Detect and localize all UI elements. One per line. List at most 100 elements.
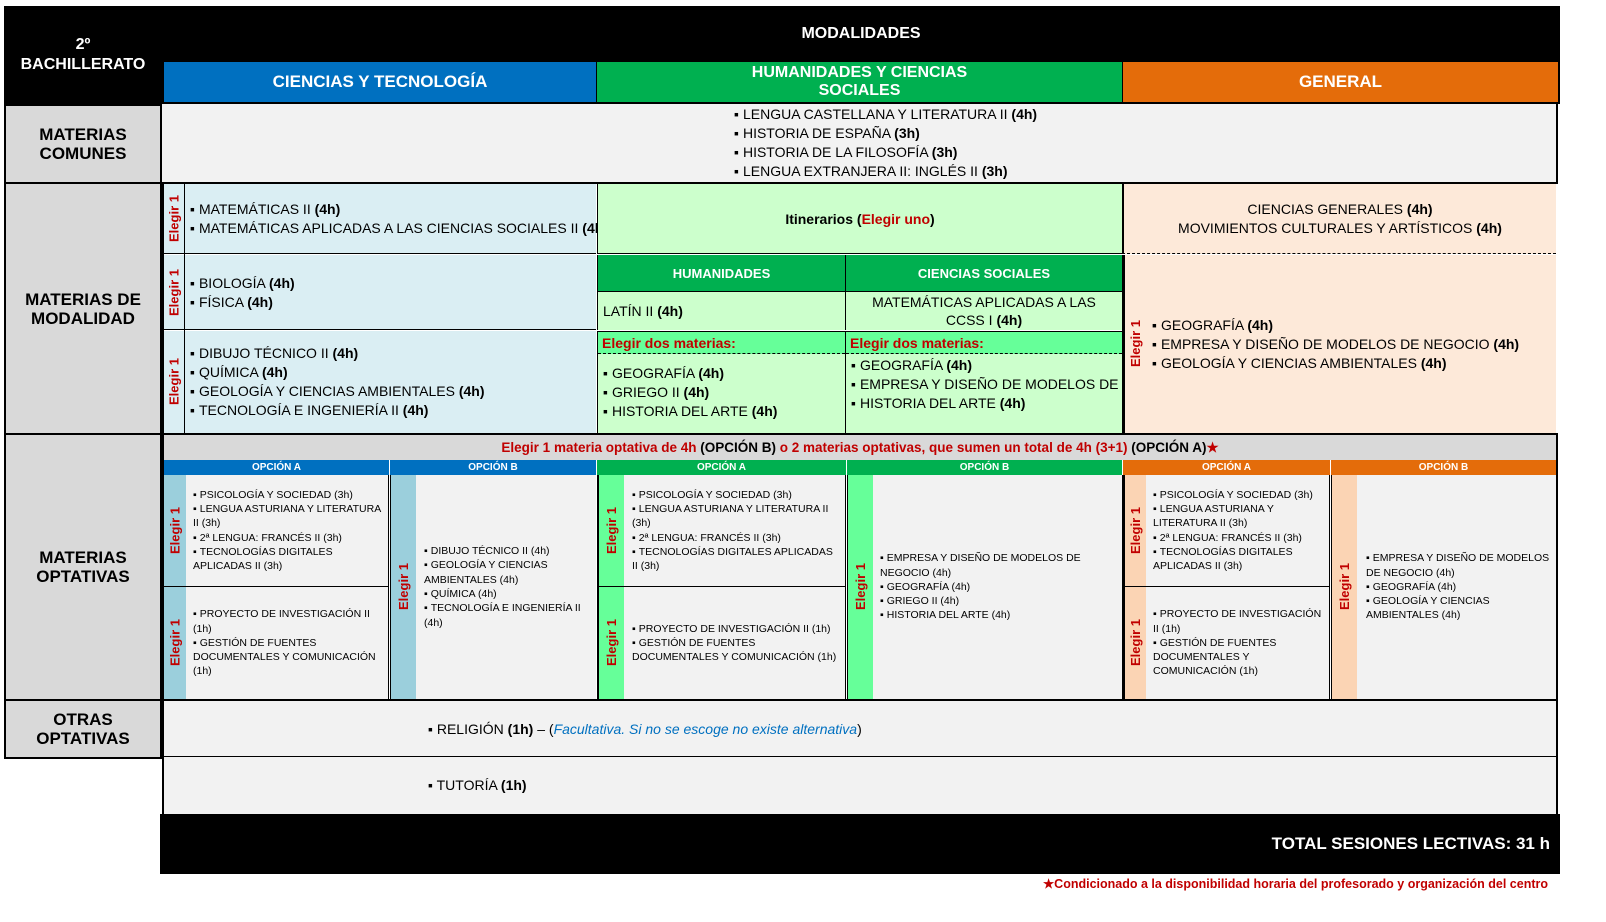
subject-item: TECNOLOGÍAS DIGITALES APLICADAS II (3h)	[632, 545, 838, 574]
header-general: GENERAL	[1123, 62, 1558, 102]
humanidades-opt-a-bottom-list: PROYECTO DE INVESTIGACIÓN II (1h)GESTIÓN…	[632, 587, 838, 699]
footnote: ★Condicionado a la disponibilidad horari…	[1042, 877, 1548, 891]
general-opt-a-sep	[1122, 586, 1330, 587]
subject-item: MATEMÁTICAS II (4h)	[190, 200, 340, 219]
tutoria-line: ▪ TUTORÍA (1h)	[428, 777, 527, 793]
subject-item: HISTORIA DEL ARTE (4h)	[880, 608, 1011, 622]
subject-item: HISTORIA DEL ARTE (4h)	[851, 394, 1122, 413]
ciencias-elegir-1a: Elegir 1	[166, 195, 182, 243]
subject-item: MOVIMIENTOS CULTURALES Y ARTÍSTICOS (4h)	[1178, 219, 1502, 236]
ciencias-opt-a-elegir-top: Elegir 1	[164, 475, 186, 586]
general-opt-b-elegir: Elegir 1	[1331, 475, 1357, 699]
religion-note: Facultativa. Si no se escoge no existe a…	[553, 721, 858, 737]
comunes-panel: LENGUA CASTELLANA Y LITERATURA II (4h)HI…	[162, 104, 1558, 182]
ciencias-opt-b-elegir: Elegir 1	[390, 475, 416, 699]
humanidades-opt-b-elegir: Elegir 1	[847, 475, 873, 699]
ciencias-elegir-divider	[184, 184, 185, 433]
subject-item: LENGUA ASTURIANA Y LITERATURA II (3h)	[193, 502, 383, 531]
tutoria-row: ▪ TUTORÍA (1h)	[162, 757, 1558, 814]
subject-item: DIBUJO TÉCNICO II (4h)	[424, 544, 550, 558]
subject-item: PROYECTO DE INVESTIGACIÓN II (1h)	[193, 607, 383, 636]
sociales-elegir-panel: Elegir dos materias: GEOGRAFÍA (4h)EMPRE…	[846, 331, 1218, 433]
humanidades-opcion-b: OPCIÓN B	[847, 460, 1122, 475]
subject-item: EMPRESA Y DISEÑO DE MODELOS DE NEGOCIO (…	[1366, 551, 1552, 580]
total-text: TOTAL SESIONES LECTIVAS: 31 h	[1271, 834, 1550, 853]
humanidades-opt-b-list: EMPRESA Y DISEÑO DE MODELOS DE NEGOCIO (…	[880, 475, 1116, 699]
general-opt-a-bottom-list: PROYECTO DE INVESTIGACIÓN II (1h)GESTIÓN…	[1153, 587, 1325, 699]
general-elegir-1: Elegir 1	[1124, 255, 1146, 433]
subject-item: GEOGRAFÍA (4h)	[880, 580, 970, 594]
subject-item: PSICOLOGÍA Y SOCIEDAD (3h)	[632, 488, 792, 502]
subject-item: 2ª LENGUA: FRANCÉS II (3h)	[632, 531, 781, 545]
subject-item: TECNOLOGÍAS DIGITALES APLICADAS II (3h)	[193, 545, 383, 574]
ciencias-opt-a-sep	[164, 586, 389, 587]
general-list: GEOGRAFÍA (4h)EMPRESA Y DISEÑO DE MODELO…	[1152, 255, 1519, 433]
ciencias-elegir-1b: Elegir 1	[166, 269, 182, 316]
subject-item: GEOGRAFÍA (4h)	[1366, 580, 1456, 594]
ciencias-elegir-1c: Elegir 1	[166, 358, 182, 406]
optativas-frame	[162, 433, 1558, 699]
subject-item: QUÍMICA (4h)	[424, 587, 497, 601]
humanidades-opt-a-sep	[597, 586, 846, 587]
subject-item: GEOLOGÍA Y CIENCIAS AMBIENTALES (4h)	[1152, 354, 1447, 373]
ciencias-row-2	[164, 255, 596, 330]
itinerarios-cell: Itinerarios (Elegir uno)	[597, 184, 1122, 254]
label-materias-optativas: MATERIAS OPTATIVAS	[4, 433, 162, 699]
ciencias-list-1: MATEMÁTICAS II (4h)MATEMÁTICAS APLICADAS…	[190, 184, 608, 254]
general-opcion-b: OPCIÓN B	[1331, 460, 1556, 475]
ciencias-opt-a-bottom-list: PROYECTO DE INVESTIGACIÓN II (1h)GESTIÓN…	[193, 587, 383, 699]
subject-item: GESTIÓN DE FUENTES DOCUMENTALES Y COMUNI…	[1153, 636, 1325, 679]
header-humanidades: HUMANIDADES Y CIENCIAS SOCIALES	[597, 62, 1122, 102]
mates-ccss-cell: MATEMÁTICAS APLICADAS A LAS CCSS I (4h)	[846, 291, 1122, 330]
subject-item: PROYECTO DE INVESTIGACIÓN II (1h)	[632, 622, 831, 636]
humanidades-opcion-a: OPCIÓN A	[597, 460, 846, 475]
label-materias-modalidad: MATERIAS DE MODALIDAD	[4, 182, 162, 433]
subject-item: GEOLOGÍA Y CIENCIAS AMBIENTALES (4h)	[424, 558, 592, 587]
general-opt-a-elegir-bottom: Elegir 1	[1124, 587, 1146, 699]
humanidades-elegir-dos: Elegir dos materias:	[598, 332, 845, 354]
subject-item: BIOLOGÍA (4h)	[190, 274, 295, 293]
comunes-list: LENGUA CASTELLANA Y LITERATURA II (4h)HI…	[734, 105, 1037, 181]
header-ciencias: CIENCIAS Y TECNOLOGÍA	[164, 62, 596, 102]
subject-item: TECNOLOGÍA E INGENIERÍA II (4h)	[190, 401, 429, 420]
ciencias-opt-a-top-list: PSICOLOGÍA Y SOCIEDAD (3h)LENGUA ASTURIA…	[193, 475, 383, 586]
subject-item: 2ª LENGUA: FRANCÉS II (3h)	[193, 531, 342, 545]
label-materias-comunes: MATERIAS COMUNES	[4, 104, 162, 182]
subject-item: 2ª LENGUA: FRANCÉS II (3h)	[1153, 531, 1302, 545]
corner-title: 2º BACHILLERATO	[20, 36, 146, 73]
sociales-elegir-dos: Elegir dos materias:	[846, 332, 1122, 354]
subject-item: GESTIÓN DE FUENTES DOCUMENTALES Y COMUNI…	[632, 636, 838, 665]
modalidad-grid-frame	[162, 182, 1558, 433]
modalidades-title: MODALIDADES	[801, 25, 921, 42]
subject-item: FÍSICA (4h)	[190, 293, 273, 312]
subject-item: EMPRESA Y DISEÑO DE MODELOS DE NEGOCIO (…	[880, 551, 1116, 580]
subject-item: GEOGRAFÍA (4h)	[603, 364, 845, 383]
subject-item: PROYECTO DE INVESTIGACIÓN II (1h)	[1153, 607, 1325, 636]
humanidades-opt-a-top-list: PSICOLOGÍA Y SOCIEDAD (3h)LENGUA ASTURIA…	[632, 475, 838, 586]
humanidades-list: GEOGRAFÍA (4h)GRIEGO II (4h)HISTORIA DEL…	[598, 354, 845, 421]
ciencias-opt-b-list: DIBUJO TÉCNICO II (4h)GEOLOGÍA Y CIENCIA…	[424, 475, 592, 699]
ciencias-list-3: DIBUJO TÉCNICO II (4h)QUÍMICA (4h)GEOLOG…	[190, 331, 485, 433]
subject-item: CIENCIAS GENERALES (4h)	[1247, 200, 1433, 217]
sociales-list: GEOGRAFÍA (4h)EMPRESA Y DISEÑO DE MODELO…	[846, 354, 1218, 413]
subject-item: GEOLOGÍA Y CIENCIAS AMBIENTALES (4h)	[190, 382, 485, 401]
humanidades-opt-a-elegir-bottom: Elegir 1	[598, 587, 624, 699]
subject-item: QUÍMICA (4h)	[190, 363, 288, 382]
subject-item: MATEMÁTICAS APLICADAS A LAS CIENCIAS SOC…	[190, 219, 608, 238]
subject-item: GEOGRAFÍA (4h)	[851, 356, 1122, 375]
ciencias-opcion-a: OPCIÓN A	[164, 460, 389, 475]
subject-item: GRIEGO II (4h)	[880, 594, 959, 608]
humanidades-elegir-panel: Elegir dos materias: GEOGRAFÍA (4h)GRIEG…	[597, 331, 846, 433]
subject-item: HISTORIA DEL ARTE (4h)	[603, 402, 845, 421]
subject-item: GEOGRAFÍA (4h)	[1152, 316, 1273, 335]
label-otras-optativas: OTRAS OPTATIVAS	[4, 699, 162, 759]
sociales-subheader: CIENCIAS SOCIALES	[846, 255, 1122, 291]
general-opcion-a: OPCIÓN A	[1123, 460, 1330, 475]
ciencias-opt-a-elegir-bottom: Elegir 1	[164, 587, 186, 699]
subject-item: LENGUA EXTRANJERA II: INGLÉS II (3h)	[734, 162, 1037, 181]
subject-item: HISTORIA DE LA FILOSOFÍA (3h)	[734, 143, 1037, 162]
general-opt-b-list: EMPRESA Y DISEÑO DE MODELOS DE NEGOCIO (…	[1366, 475, 1552, 699]
general-opt-a-top-list: PSICOLOGÍA Y SOCIEDAD (3h)LENGUA ASTURIA…	[1153, 475, 1325, 586]
ciencias-opcion-b: OPCIÓN B	[390, 460, 596, 475]
subject-item: PSICOLOGÍA Y SOCIEDAD (3h)	[1153, 488, 1313, 502]
